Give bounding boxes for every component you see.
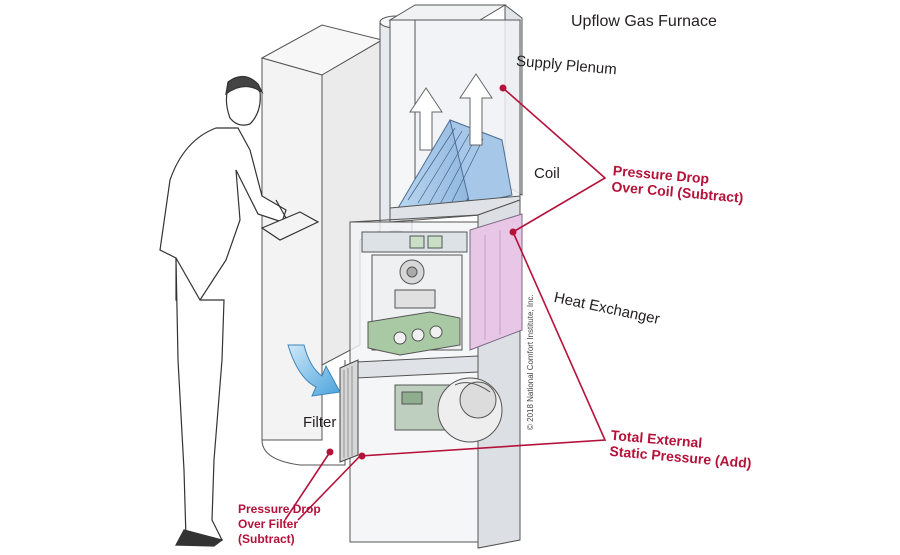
return-air-arrow bbox=[287, 344, 341, 397]
technician-figure bbox=[159, 75, 320, 547]
filter-pressure-drop-callout: Pressure Drop Over Filter (Subtract) bbox=[238, 502, 321, 547]
heat-exchanger bbox=[469, 213, 523, 351]
callout-lines bbox=[284, 87, 607, 521]
filter-callout-line1: Pressure Drop bbox=[238, 502, 321, 516]
burner-assembly bbox=[361, 231, 468, 356]
blower-compartment bbox=[355, 355, 503, 443]
filter-label: Filter bbox=[303, 414, 337, 431]
filter-callout-line2: Over Filter bbox=[238, 517, 299, 531]
copyright-notice: © 2018 National Comfort Institute, Inc. bbox=[526, 294, 535, 430]
filter-callout-line3: (Subtract) bbox=[238, 532, 295, 546]
callout-dots bbox=[326, 84, 517, 460]
filter bbox=[339, 359, 359, 463]
diagram-title: Upflow Gas Furnace bbox=[571, 13, 717, 30]
supply-air-arrows bbox=[409, 73, 493, 151]
coil-label: Coil bbox=[534, 165, 560, 182]
return-duct bbox=[260, 24, 384, 466]
